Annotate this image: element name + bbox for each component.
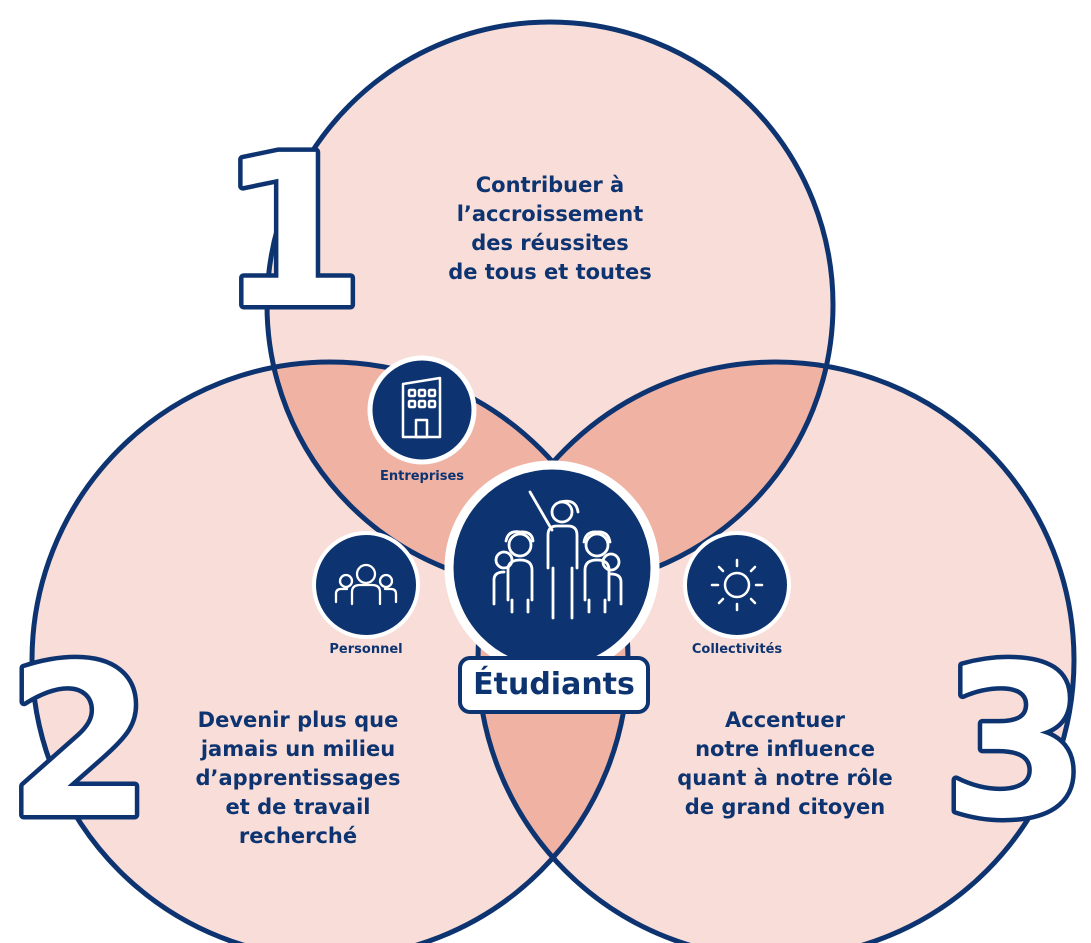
goal-1-text: Contribuer à l’accroissement des réussit… <box>410 171 690 287</box>
collectivites-label: Collectivités <box>691 642 783 657</box>
goal-2-text: Devenir plus que jamais un milieu d’appr… <box>163 706 433 851</box>
goal-1-line: l’accroissement <box>456 202 644 226</box>
goal-1-line: Contribuer à <box>475 173 625 197</box>
etudiants-badge <box>444 460 660 676</box>
goal-3-text: Accentuer notre influence quant à notre … <box>645 706 925 822</box>
goal-1-line: des réussites <box>471 231 629 255</box>
goal-2-line: et de travail <box>225 795 371 819</box>
etudiants-label: Étudiants <box>458 656 650 714</box>
goal-3-line: notre influence <box>695 737 875 761</box>
goal-2-line: Devenir plus que <box>197 708 399 732</box>
teacher-students-icon <box>492 490 623 620</box>
goal-3-line: de grand citoyen <box>684 795 886 819</box>
goal-number-1: 1 <box>219 110 365 355</box>
goal-3-line: quant à notre rôle <box>677 766 893 790</box>
sun-icon <box>710 558 764 612</box>
personnel-label: Personnel <box>329 642 403 657</box>
entreprises-badge <box>367 355 477 465</box>
goal-1-line: de tous et toutes <box>448 260 652 284</box>
goal-2-line: jamais un milieu <box>200 737 396 761</box>
goal-number-2: 2 <box>7 620 153 865</box>
personnel-badge <box>312 531 420 639</box>
collectivites-badge <box>683 531 791 639</box>
goal-2-line: d’apprentissages <box>195 766 401 790</box>
building-icon <box>401 376 442 439</box>
entreprises-label: Entreprises <box>379 469 465 484</box>
goal-3-line: Accentuer <box>725 708 845 732</box>
goal-number-3: 3 <box>942 620 1088 865</box>
goal-2-line: recherché <box>238 824 358 848</box>
group-people-icon <box>334 563 398 606</box>
